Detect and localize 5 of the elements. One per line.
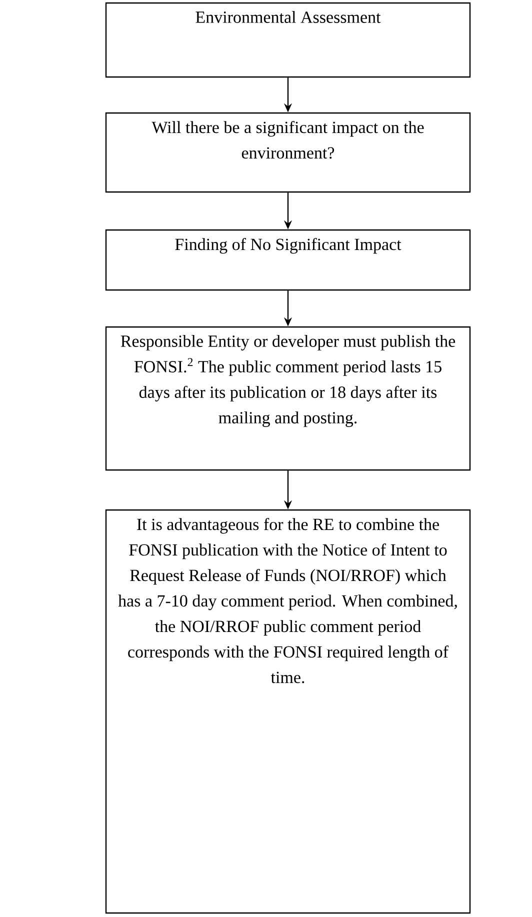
process-box: It is advantageous for the RE to combine the FONSI publication with the Notice of Intent to Request Release of Funds (NOI/RROF) which has a 7-10 day comment period. When combined, the NOI/RROF public comment period corresponds with the FONSI required length of time. — [105, 509, 471, 914]
process-box: Finding of No Significant Impact — [105, 229, 471, 291]
process-box: Will there be a significant impact on the environment? — [105, 112, 471, 193]
process-box: Environmental Assessment — [105, 2, 471, 78]
process-box: Responsible Entity or developer must publish the FONSI.$^{2}$ The public comment period lasts 15 days after its publication or 18 days after its mailing and posting. — [105, 326, 471, 471]
